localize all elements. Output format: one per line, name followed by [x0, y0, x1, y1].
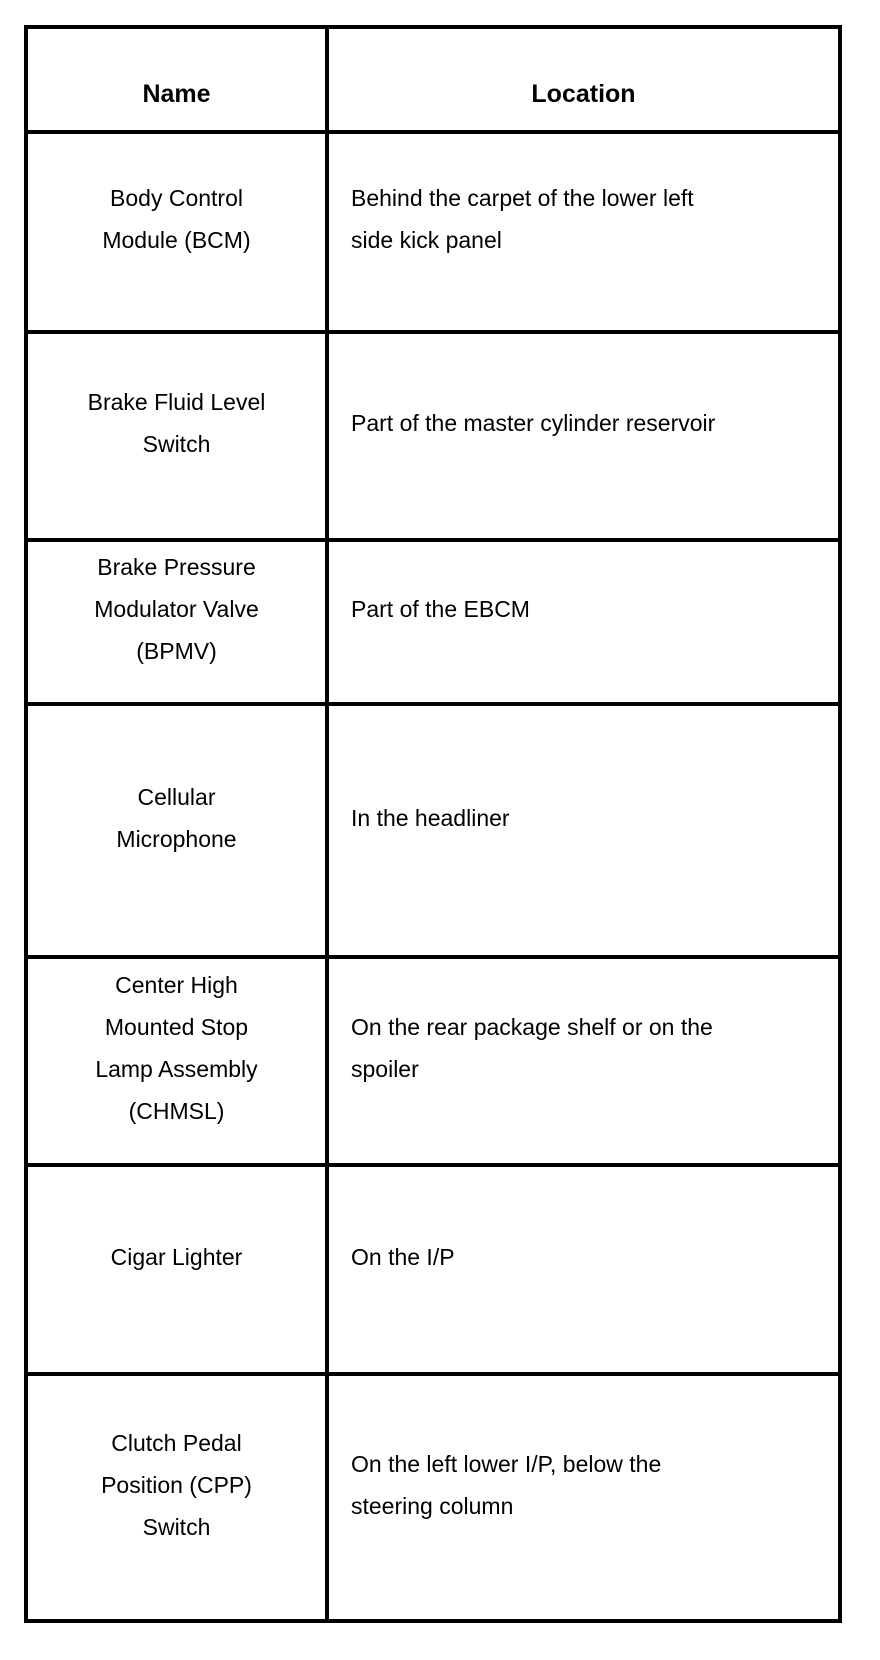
location-cell: Behind the carpet of the lower left side…: [325, 130, 842, 334]
name-line: Cigar Lighter: [110, 1243, 243, 1270]
name-line: (CHMSL): [128, 1098, 225, 1124]
name-cell: Center High Mounted Stop Lamp Assembly (…: [24, 955, 329, 1167]
location-line: On the I/P: [351, 1243, 455, 1270]
location-cell: On the rear package shelf or on the spoi…: [325, 955, 842, 1167]
name-line: Position (CPP): [101, 1471, 252, 1498]
location-line: Part of the EBCM: [351, 596, 530, 622]
table-row: Body Control Module (BCM) Behind the car…: [24, 130, 842, 334]
name-cell: Brake Pressure Modulator Valve (BPMV): [24, 538, 329, 706]
location-line: In the headliner: [351, 804, 510, 831]
location-cell: In the headliner: [325, 702, 842, 959]
location-line: side kick panel: [351, 227, 502, 253]
name-line: Microphone: [116, 825, 237, 852]
name-line: Brake Fluid Level: [87, 389, 266, 415]
location-line: Behind the carpet of the lower left: [351, 185, 694, 211]
name-line: Cellular: [137, 783, 216, 810]
table-row: Cigar Lighter On the I/P: [24, 1163, 842, 1376]
location-cell: On the left lower I/P, below the steerin…: [325, 1372, 842, 1623]
header-row: Name Location: [24, 25, 842, 134]
name-line: Mounted Stop: [104, 1014, 249, 1040]
name-line: Switch: [142, 1513, 211, 1540]
name-cell: Cigar Lighter: [24, 1163, 329, 1376]
location-line: steering column: [351, 1492, 514, 1519]
location-cell: On the I/P: [325, 1163, 842, 1376]
name-line: Modulator Valve: [94, 596, 259, 622]
name-line: Lamp Assembly: [95, 1056, 258, 1082]
table-row: Center High Mounted Stop Lamp Assembly (…: [24, 955, 842, 1167]
location-cell: Part of the master cylinder reservoir: [325, 330, 842, 542]
table-row: Brake Fluid Level Switch Part of the mas…: [24, 330, 842, 542]
location-line: Part of the master cylinder reservoir: [351, 410, 716, 436]
table-row: Brake Pressure Modulator Valve (BPMV) Pa…: [24, 538, 842, 706]
name-line: Clutch Pedal: [111, 1429, 242, 1456]
header-location: Location: [325, 25, 842, 134]
table-row: Clutch Pedal Position (CPP) Switch On th…: [24, 1372, 842, 1623]
location-cell: Part of the EBCM: [325, 538, 842, 706]
name-line: (BPMV): [136, 638, 217, 664]
name-line: Center High: [115, 972, 238, 998]
name-cell: Clutch Pedal Position (CPP) Switch: [24, 1372, 329, 1623]
name-line: Module (BCM): [102, 227, 251, 253]
name-cell: Cellular Microphone: [24, 702, 329, 959]
name-cell: Brake Fluid Level Switch: [24, 330, 329, 542]
table-row: Cellular Microphone In the headliner: [24, 702, 842, 959]
name-cell: Body Control Module (BCM): [24, 130, 329, 334]
location-line: On the left lower I/P, below the: [351, 1450, 662, 1477]
location-line: spoiler: [351, 1056, 419, 1082]
location-line: On the rear package shelf or on the: [351, 1014, 713, 1040]
header-name: Name: [24, 25, 329, 134]
name-line: Body Control: [110, 185, 243, 211]
name-line: Brake Pressure: [97, 554, 256, 580]
component-location-table: Name Location Body Control Module (BCM) …: [24, 25, 842, 1623]
name-line: Switch: [142, 431, 211, 457]
